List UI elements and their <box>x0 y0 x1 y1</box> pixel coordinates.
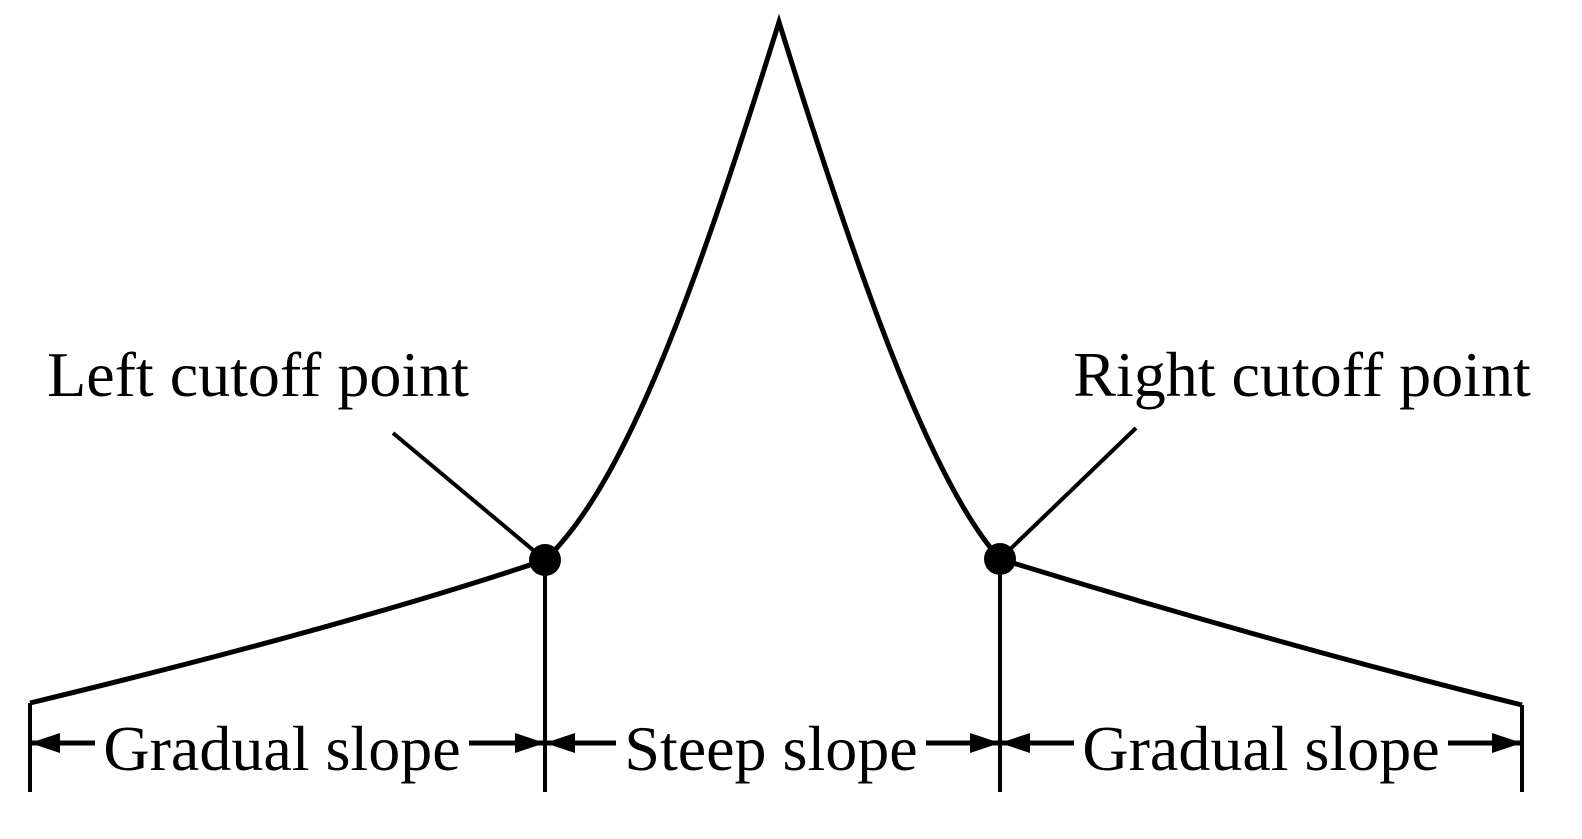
left-cutoff-leader-line <box>391 431 547 562</box>
arrow-left-icon <box>1000 733 1030 753</box>
region-label-steep-slope: Steep slope <box>624 713 917 784</box>
distribution-curve <box>29 13 1523 708</box>
region-label-gradual-slope-left: Gradual slope <box>103 713 460 784</box>
arrow-left-icon <box>545 733 575 753</box>
region-label-gradual-slope-right: Gradual slope <box>1082 713 1439 784</box>
arrow-right-icon <box>970 733 1000 753</box>
arrow-right-icon <box>1492 733 1522 753</box>
right-cutoff-label: Right cutoff point <box>1073 339 1531 410</box>
dimension-right-gradual-slope: Gradual slope <box>1000 713 1522 784</box>
left-cutoff-label: Left cutoff point <box>47 339 469 410</box>
dimension-steep-slope: Steep slope <box>545 713 1000 784</box>
arrow-right-icon <box>515 733 545 753</box>
right-cutoff-leader-line <box>998 426 1138 561</box>
dimension-left-gradual-slope: Gradual slope <box>30 713 545 784</box>
arrow-left-icon <box>30 733 60 753</box>
